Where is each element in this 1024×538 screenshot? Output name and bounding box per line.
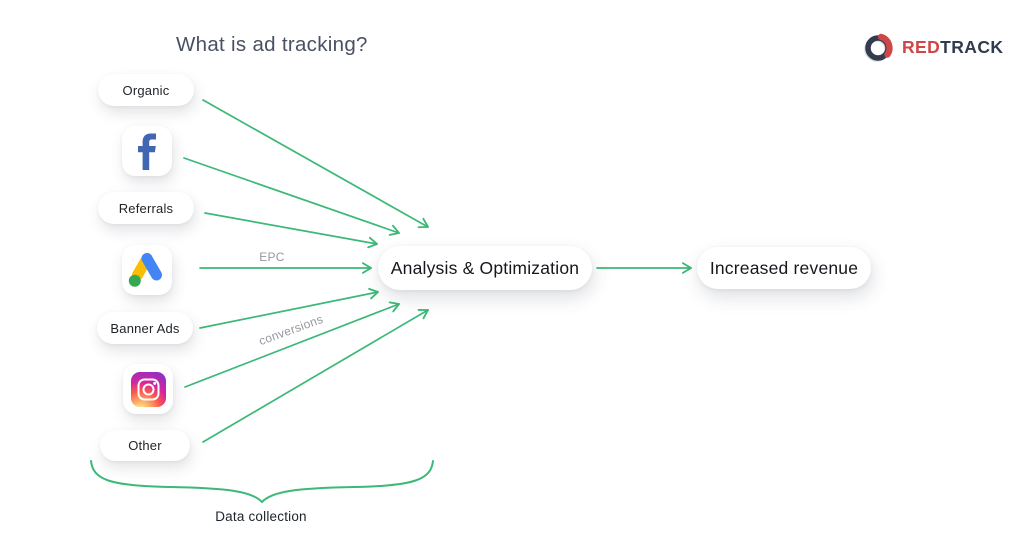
edge-other-analysis <box>202 308 429 443</box>
redtrack-logo: REDTRACK <box>862 30 1003 64</box>
redtrack-ring-icon <box>864 33 893 62</box>
google-ads-icon <box>128 253 162 287</box>
source-label-organic: Organic <box>122 82 170 98</box>
logo-word-track: TRACK <box>940 36 1004 57</box>
node-increased-revenue: Increased revenue <box>697 247 871 289</box>
edge-facebook-analysis <box>183 157 400 236</box>
source-label-banner-ads: Banner Ads <box>110 320 180 336</box>
node-analysis-optimization: Analysis & Optimization <box>378 246 592 290</box>
source-label-other: Other <box>128 438 162 453</box>
node-analysis-label: Analysis & Optimization <box>390 257 580 278</box>
facebook-icon <box>138 133 156 170</box>
source-pill-referrals: Referrals <box>98 192 194 224</box>
edge-bannerads-analysis <box>199 287 379 329</box>
edge-organic-analysis <box>202 99 429 229</box>
source-pill-banner-ads: Banner Ads <box>97 312 193 344</box>
data-collection-brace <box>90 460 434 504</box>
node-revenue-label: Increased revenue <box>709 257 859 278</box>
source-card-instagram <box>123 364 173 414</box>
source-card-google-ads <box>122 245 172 295</box>
redtrack-wordmark: REDTRACK <box>902 37 1003 58</box>
edge-label-epc: EPC <box>259 250 285 264</box>
source-card-facebook <box>122 126 172 176</box>
source-label-referrals: Referrals <box>118 200 174 216</box>
logo-word-red: RED <box>902 36 941 57</box>
instagram-icon <box>130 371 166 407</box>
data-collection-label: Data collection <box>215 509 307 524</box>
source-pill-other: Other <box>100 430 190 461</box>
page-title: What is ad tracking? <box>176 33 368 56</box>
source-pill-organic: Organic <box>98 74 194 106</box>
edge-referrals-analysis <box>204 212 378 249</box>
edge-instagram-analysis <box>184 301 400 388</box>
